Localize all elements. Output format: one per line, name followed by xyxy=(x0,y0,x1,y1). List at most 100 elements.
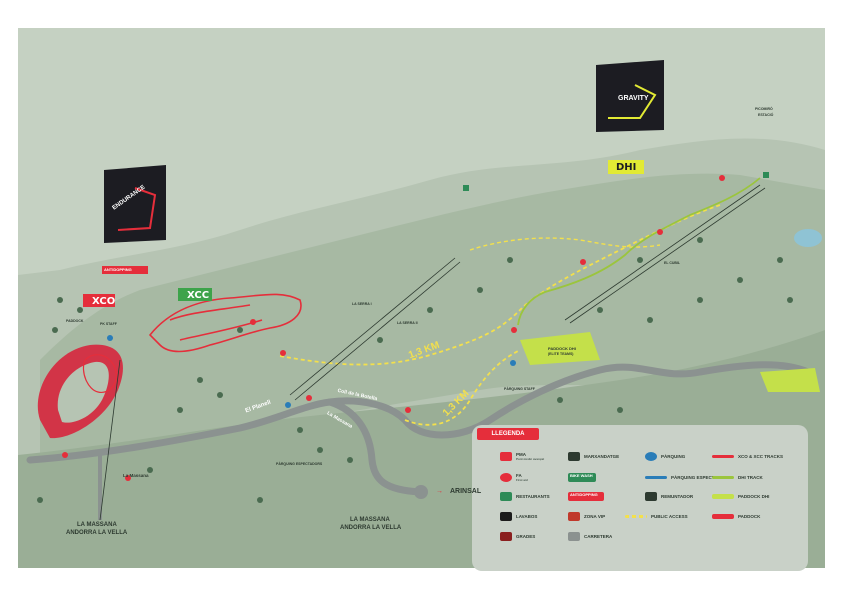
dhi-badge xyxy=(608,160,644,174)
la-massana-town-label: La Massana xyxy=(123,473,149,478)
antidopping-tag xyxy=(102,266,148,274)
legend-item-marxandatge: MARXANDATGE xyxy=(568,450,619,462)
dhi-badge-label: DHI xyxy=(616,162,637,173)
legend-swatch-parking xyxy=(645,451,657,461)
legend-swatch-paddock xyxy=(712,513,734,519)
gravity-label: GRAVITY xyxy=(618,95,649,102)
xco-badge xyxy=(83,294,115,307)
parking-staff-label: PÀRQUING STAFF xyxy=(504,387,535,391)
la-serra-1-label: LA SERRA I xyxy=(352,302,372,306)
public-access-path xyxy=(279,204,721,366)
legend-item-remuntador: REMUNTADOR xyxy=(645,490,693,502)
legend-swatch-remuntador xyxy=(645,491,657,501)
paddock-dhi-sub-label: (ELITE TEAMS) xyxy=(548,352,574,356)
legend-item-public-access: PUBLIC ACCESS xyxy=(625,510,688,522)
parking-espectadors-label: PÀRQUING ESPECTADORS xyxy=(276,462,323,466)
dhi-track xyxy=(517,177,761,326)
xco-staff-label: PK STAFF xyxy=(100,322,117,326)
lake xyxy=(794,229,822,247)
legend-item-bike-wash xyxy=(568,471,596,483)
legend-swatch-restaurants xyxy=(500,491,512,501)
road-to-arinsal xyxy=(326,398,424,496)
public-access-path-2 xyxy=(404,349,521,426)
legend-item-lavabos: LAVABOS xyxy=(500,510,537,522)
legend-item-zona-vip: ZONA VIP xyxy=(568,510,605,522)
estacio-label: ESTACIÓ xyxy=(758,113,774,117)
legend-label: PADDOCK DHI xyxy=(738,493,770,499)
legend-item-parking-espectadors: PÀRQUING ESPECTADORS xyxy=(645,471,730,483)
legend-sublabel: First aid xyxy=(516,477,528,482)
endurance-badge xyxy=(104,165,166,243)
legend-label: CARRETERA xyxy=(584,533,613,539)
legend-label: MARXANDATGE xyxy=(584,453,620,459)
arinsal-arrow: → xyxy=(436,488,443,495)
arinsal-label: ARINSAL xyxy=(450,488,482,495)
legend-item-parking: PÀRQUING xyxy=(645,450,685,462)
el-cubil-label: EL CUBIL xyxy=(664,261,681,265)
legend-swatch-pma xyxy=(500,451,512,461)
legend-label: FA xyxy=(516,472,522,478)
legend-swatch-zona-vip xyxy=(568,511,580,521)
legend-label: PADDOCK xyxy=(738,513,761,519)
lift-line-3 xyxy=(564,184,761,321)
lift-line-4 xyxy=(569,187,766,324)
public-access-path-3 xyxy=(469,237,661,251)
road-end-arinsal xyxy=(414,485,428,499)
lift-line-2 xyxy=(294,261,461,401)
legend-swatch-lavabos xyxy=(500,511,512,521)
antidopping-label: ANTIDOPPING xyxy=(104,267,132,272)
legend-item-restaurants: RESTAURANTS xyxy=(500,490,550,502)
legend-item-paddock-dhi: PADDOCK DHI xyxy=(712,490,769,502)
destination-left-line-1: LA MASSANA xyxy=(77,522,117,528)
gravity-badge xyxy=(596,60,664,132)
picomiro-label: PICOMIRÓ xyxy=(755,107,773,111)
legend-item-grades: GRADES xyxy=(500,530,535,542)
legend-label: GRADES xyxy=(516,533,536,539)
legend-label: DHI TRACK xyxy=(738,474,763,480)
xco-paddock-label: PADDOCK xyxy=(66,319,84,323)
legend-swatch-grades xyxy=(500,531,512,541)
legend-label: XCO & XCC TRACKS xyxy=(738,453,784,459)
lift-line-1 xyxy=(289,257,456,396)
trees xyxy=(37,237,793,503)
legend-swatch-xco-xcc-tracks xyxy=(712,454,734,458)
legend-swatch-public-access xyxy=(625,514,647,518)
legend-title: LLEGENDA xyxy=(477,428,539,440)
legend-swatch-carretera xyxy=(568,531,580,541)
legend-item-antidopping xyxy=(568,490,604,502)
main-road xyxy=(26,361,812,464)
paddock-dhi-area-2 xyxy=(760,368,820,392)
legend-label: REMUNTADOR xyxy=(661,493,694,499)
legend-item-carretera: CARRETERA xyxy=(568,530,612,542)
destination-center-line-1: LA MASSANA xyxy=(350,517,390,523)
legend-label: PÀRQUING ESPECTADORS xyxy=(671,474,731,480)
destination-left-line-2: ANDORRA LA VELLA xyxy=(66,530,128,536)
legend-label: ZONA VIP xyxy=(584,513,606,519)
legend-swatch-paddock-dhi xyxy=(712,493,734,499)
legend-sublabel: Punt mèdic avançat xyxy=(516,456,545,461)
legend-item-dhi-track: DHI TRACK xyxy=(712,471,763,483)
legend-swatch-parking-espectadors xyxy=(645,475,667,479)
legend-item-paddock: PADDOCK xyxy=(712,510,760,522)
legend-swatch-bike-wash xyxy=(568,472,596,482)
xco-paddock-inner xyxy=(57,361,109,423)
legend-label: RESTAURANTS xyxy=(516,493,550,499)
la-serra-2-label: LA SERRA II xyxy=(397,321,418,325)
legend-antidopping-label: ANTIDOPPING xyxy=(570,492,598,497)
legend-label: PUBLIC ACCESS xyxy=(651,513,688,519)
legend-swatch-marxandatge xyxy=(568,451,580,461)
legend-bike-wash-label: BIKE WASH xyxy=(570,473,593,478)
destination-center-line-2: ANDORRA LA VELLA xyxy=(340,525,402,531)
xcc-badge-label: XCC xyxy=(187,290,210,301)
legend-item-xco-xcc-tracks: XCO & XCC TRACKS xyxy=(712,450,783,462)
legend-swatch-fa xyxy=(500,472,512,482)
legend-swatch-dhi-track xyxy=(712,475,734,479)
legend-label: LAVABOS xyxy=(516,513,538,519)
legend-panel xyxy=(472,425,808,571)
xco-badge-label: XCO xyxy=(92,296,116,307)
legend-swatch-antidopping xyxy=(568,491,604,501)
xcc-badge xyxy=(178,288,212,301)
